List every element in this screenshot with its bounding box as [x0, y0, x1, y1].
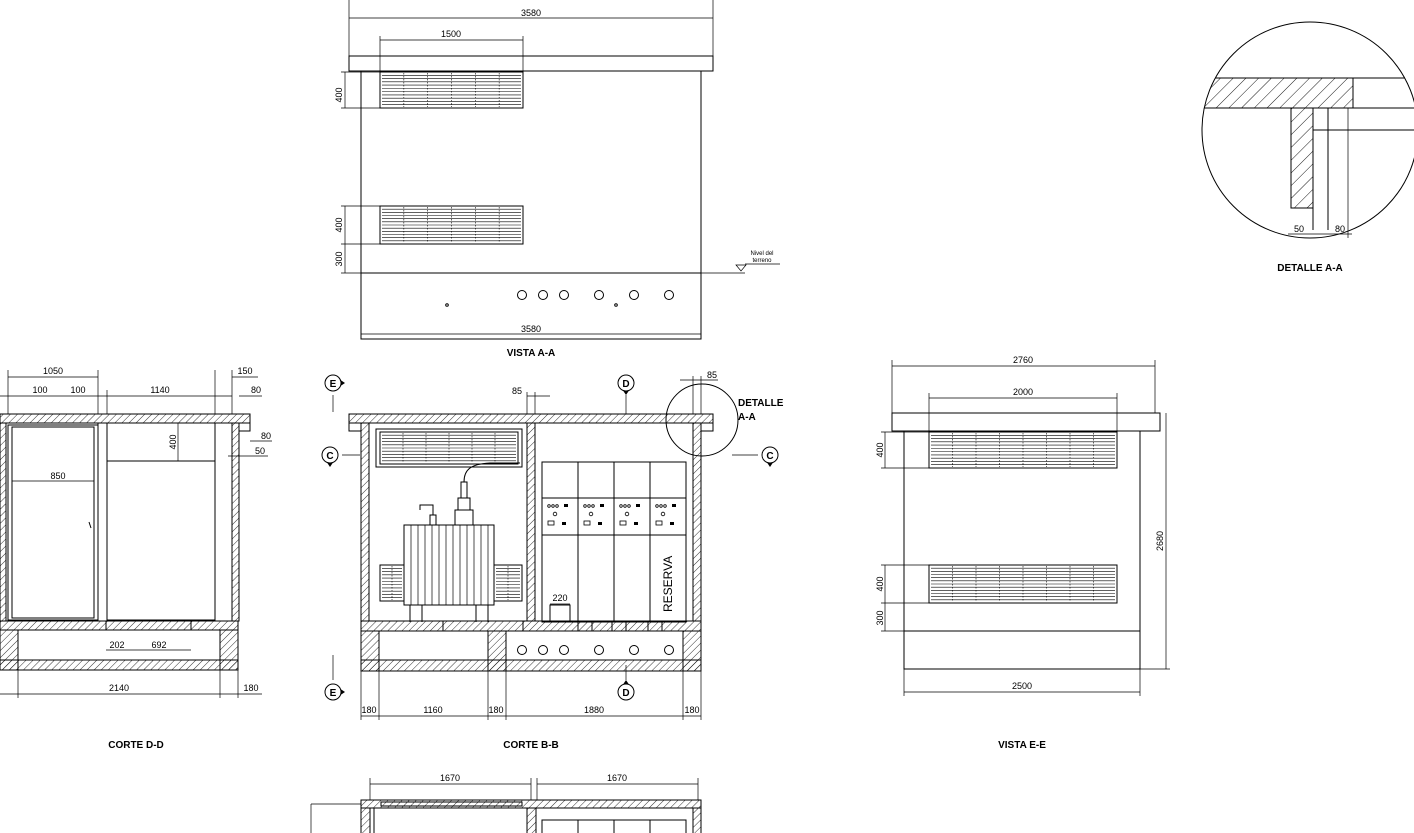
title-vista-ee: VISTA E-E: [998, 740, 1046, 751]
dim-85-b: 85: [707, 370, 717, 380]
title-vista-aa: VISTA A-A: [507, 348, 556, 359]
vista-ee: 2760 2000 400 400 300 2680 2500 VISTA E-…: [875, 355, 1170, 751]
dim-80-dd-b: 80: [261, 431, 271, 441]
dim-202: 202: [109, 640, 124, 650]
dim-1670-a: 1670: [440, 773, 460, 783]
door-right: [106, 460, 216, 621]
label-nivel-del: Nivel del: [750, 251, 773, 257]
dim-1500: 1500: [441, 29, 461, 39]
section-marker-c-left: C: [321, 446, 339, 467]
title-corte-bb: CORTE B-B: [503, 740, 559, 751]
ventilation-grille-upper: [379, 71, 524, 109]
marker-letter: D: [622, 688, 629, 699]
dim-1160: 1160: [423, 705, 442, 715]
dim-1140: 1140: [150, 385, 169, 395]
dim-300-ee: 300: [875, 610, 885, 625]
cable-entry-holes: [445, 290, 674, 307]
transformer: [403, 462, 520, 622]
dim-692: 692: [151, 640, 166, 650]
dim-80-dd-a: 80: [251, 385, 261, 395]
dim-85-a: 85: [512, 386, 522, 396]
dim-300: 300: [334, 251, 344, 266]
roof-slab-bb: [348, 413, 714, 424]
dim-1670-b: 1670: [607, 773, 627, 783]
corte-bb: RESERVA E E D D C C DETALLE A-A: [321, 370, 784, 751]
section-marker-d-top: D: [617, 374, 635, 395]
dim-400-upper: 400: [334, 87, 344, 102]
marker-letter: E: [330, 688, 337, 699]
dim-850: 850: [50, 471, 65, 481]
plan-view: 1670 1670: [310, 773, 702, 833]
dim-180-dd: 180: [243, 683, 258, 693]
dim-180-bb-c: 180: [684, 705, 699, 715]
detail-circle: [1201, 21, 1414, 239]
dim-100-b: 100: [70, 385, 85, 395]
dim-3580-bottom: 3580: [521, 324, 541, 334]
title-detalle-aa: DETALLE A-A: [1277, 263, 1343, 274]
dim-400-lower: 400: [334, 217, 344, 232]
section-marker-d-bottom: D: [617, 680, 635, 701]
partition-wall: [526, 422, 536, 622]
dim-220: 220: [552, 593, 567, 603]
section-marker-e-top: E: [324, 374, 345, 392]
marker-letter: C: [326, 451, 333, 462]
detalle-aa: 50 80 DETALLE A-A: [1201, 21, 1414, 274]
dim-50-dd: 50: [255, 446, 265, 456]
dim-50-detail: 50: [1294, 224, 1304, 234]
marker-letter: C: [766, 451, 773, 462]
building-body: [360, 70, 702, 340]
detail-callout-circle: [665, 383, 739, 457]
dim-2680: 2680: [1155, 531, 1165, 551]
dim-2140: 2140: [109, 683, 129, 693]
dim-180-bb-a: 180: [361, 705, 376, 715]
corte-dd: 1050 100 100 1140 150 80 80 50 400 850 2…: [0, 366, 272, 751]
roof-ee: [891, 412, 1161, 432]
door-left: [7, 424, 99, 621]
ground-level-marker: Nivel del terreno: [701, 251, 780, 274]
section-marker-c-right: C: [761, 446, 779, 467]
section-marker-e-bottom: E: [324, 683, 345, 701]
title-corte-dd: CORTE D-D: [108, 740, 164, 751]
dim-2500: 2500: [1012, 681, 1032, 691]
label-reserva: RESERVA: [661, 556, 675, 612]
dim-80-detail: 80: [1335, 224, 1345, 234]
roof-slab-dd: [0, 413, 251, 424]
dim-400-dd: 400: [168, 434, 178, 449]
label-terreno: terreno: [752, 258, 772, 264]
roof-slab: [348, 55, 714, 72]
callout-aa: A-A: [738, 412, 756, 423]
dim-180-bb-b: 180: [488, 705, 503, 715]
dim-2760: 2760: [1013, 355, 1033, 365]
ventilation-grille-lower: [379, 205, 524, 245]
dim-150: 150: [237, 366, 252, 376]
marker-letter: D: [622, 379, 629, 390]
building-body-ee: [903, 430, 1141, 670]
dim-1880: 1880: [584, 705, 604, 715]
callout-detalle: DETALLE: [738, 398, 784, 409]
marker-letter: E: [330, 379, 337, 390]
dim-1050: 1050: [43, 366, 63, 376]
cable-holes-bb: [517, 645, 674, 655]
vista-aa: 3580 1500 400 400 300 3580 Nivel del ter…: [334, 0, 780, 359]
dim-3580-top: 3580: [521, 8, 541, 18]
dim-2000: 2000: [1013, 387, 1033, 397]
dim-100-a: 100: [32, 385, 47, 395]
dim-400-ee-a: 400: [875, 442, 885, 457]
dim-400-ee-b: 400: [875, 576, 885, 591]
